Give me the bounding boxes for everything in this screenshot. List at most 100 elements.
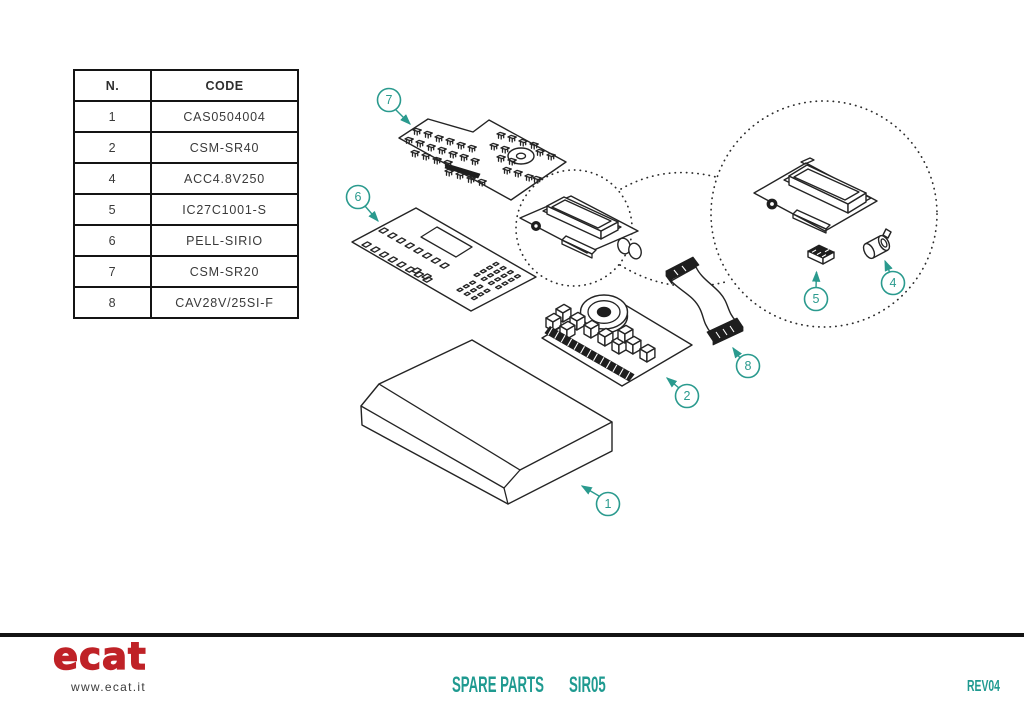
key-switch-icon (445, 137, 455, 146)
part-2-main-board (541, 294, 693, 387)
callout-1: 1 (580, 485, 621, 517)
terminal-pin-icon (612, 364, 618, 373)
key-switch-icon (532, 175, 542, 184)
cell-n: 6 (73, 224, 152, 257)
terminal-pin-icon (618, 368, 624, 376)
part-8-ribbon-cable (665, 256, 744, 346)
part-1-case (360, 339, 613, 505)
key-switch-icon (496, 154, 506, 163)
key-switch-icon (456, 141, 466, 150)
key-switch-icon (535, 148, 545, 157)
key-switch-icon (513, 169, 523, 178)
key-switch-icon (410, 149, 420, 158)
detail-circle-large (710, 100, 938, 328)
cell-code: ACC4.8V250 (150, 162, 299, 195)
key-switch-icon (507, 134, 517, 143)
ecat-logo: ecat (52, 635, 147, 678)
key-switch-icon (426, 143, 436, 152)
callout-label: 6 (355, 190, 362, 204)
ecat-url: www.ecat.it (71, 680, 146, 694)
display-window (420, 226, 473, 258)
callout-8: 8 (732, 346, 761, 379)
callout-label: 5 (813, 292, 820, 306)
key-switch-icon (529, 141, 539, 150)
key-switch-icon (496, 131, 506, 140)
cell-n: 1 (73, 100, 152, 133)
cell-code: CSM-SR20 (150, 255, 299, 288)
key-switch-icon (444, 168, 454, 177)
terminal-pin-icon (605, 360, 611, 369)
callout-7: 7 (376, 87, 411, 125)
model-label: SIR05 (569, 672, 606, 697)
lcd-display (788, 164, 867, 205)
part-7-keyboard-pcb (398, 118, 567, 201)
part-5-eprom-chip (807, 244, 835, 265)
key-switch-icon (507, 157, 517, 166)
key-switch-icon (415, 139, 425, 148)
terminal-pin-icon (560, 334, 566, 343)
cell-n: 5 (73, 193, 152, 226)
key-switch-icon (500, 145, 510, 154)
callout-4: 4 (880, 259, 906, 296)
cell-code: CAV28V/25SI-F (150, 286, 299, 319)
callout-label: 4 (890, 276, 897, 290)
callout-label: 7 (386, 93, 393, 107)
doc-type-label: SPARE PARTS (452, 672, 544, 697)
terminal-pin-icon (599, 357, 605, 365)
cell-n: 4 (73, 162, 152, 195)
detail-link-lines (619, 171, 730, 288)
key-switch-icon (524, 173, 534, 182)
key-switch-icon (448, 150, 458, 159)
terminal-pin-icon (625, 371, 631, 380)
terminal-pin-icon (547, 327, 553, 336)
cell-code: PELL-SIRIO (150, 224, 299, 257)
terminal-strip (544, 326, 635, 382)
key-switch-icon (502, 166, 512, 175)
callout-6: 6 (345, 184, 379, 223)
part-display-module-exploded (753, 157, 878, 234)
callout-label: 2 (684, 389, 691, 403)
callout-label: 8 (745, 359, 752, 373)
revision-label: REV04 (967, 678, 1000, 695)
cell-n: 8 (73, 286, 152, 319)
key-switch-icon (467, 144, 477, 153)
table-header-row: N. CODE (73, 69, 299, 102)
key-switch-icon (459, 153, 469, 162)
key-switch-icon (412, 127, 422, 136)
terminal-pin-icon (573, 342, 579, 350)
relay-icon (625, 335, 642, 355)
callouts: 7 6 5 4 8 (345, 87, 906, 517)
relay-icon (597, 327, 614, 347)
relay-icon (583, 319, 600, 339)
key-switch-icon (546, 152, 556, 161)
key-switch-icon (466, 175, 476, 184)
key-switch-icon (470, 157, 480, 166)
key-switch-icon (421, 152, 431, 161)
cell-n: 2 (73, 131, 152, 164)
callout-label: 1 (605, 497, 612, 511)
lcd-display (546, 196, 619, 232)
footer-divider (0, 633, 1024, 637)
key-switch-icon (518, 138, 528, 147)
part-4-battery (862, 228, 892, 260)
key-switch-icon (432, 156, 442, 165)
cell-code: CSM-SR40 (150, 131, 299, 164)
header-n: N. (73, 69, 152, 102)
terminal-pin-icon (580, 346, 586, 354)
terminal-pin-icon (592, 353, 598, 361)
cell-code: IC27C1001-S (150, 193, 299, 226)
key-switch-icon (404, 136, 414, 145)
terminal-pins (547, 327, 631, 380)
key-switch-icon (437, 146, 447, 155)
key-switch-icon (455, 171, 465, 180)
key-switch-icon (443, 159, 453, 168)
key-switch-icon (434, 134, 444, 143)
part-display-module (519, 195, 642, 260)
